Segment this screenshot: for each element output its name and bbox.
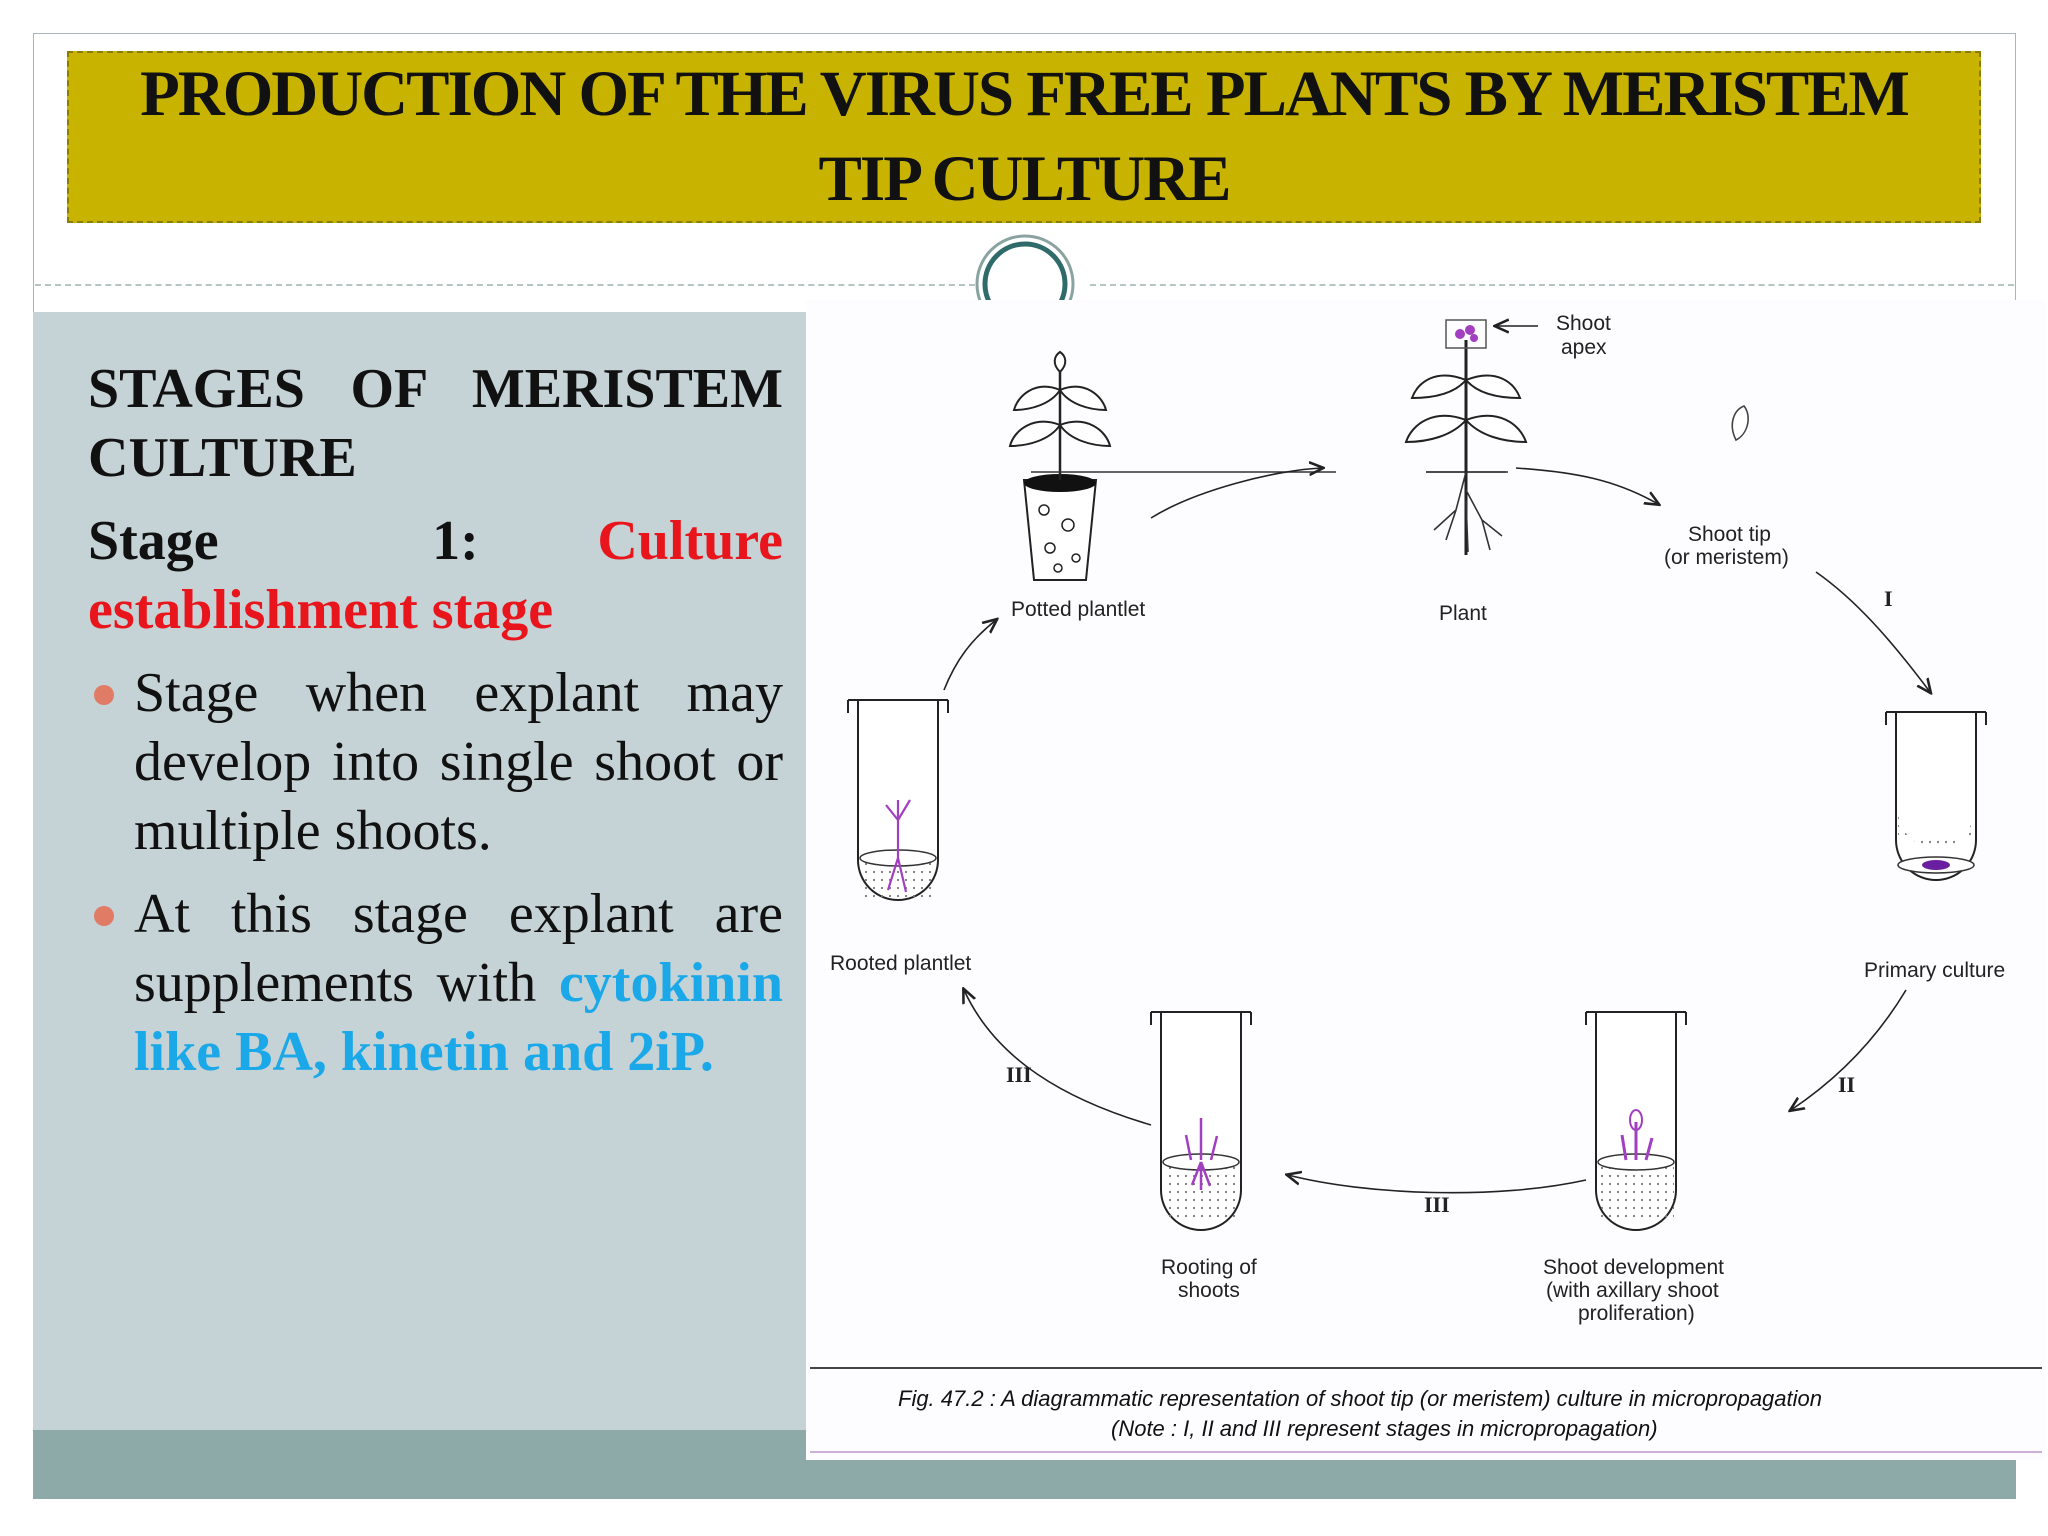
figure-caption-2: (Note : I, II and III represent stages i…: [1111, 1416, 1658, 1441]
bullet-text: At this stage explant are supplements wi…: [134, 883, 783, 1014]
primary-culture-tube: [1885, 711, 1987, 881]
bullet-text: Stage when explant may develop into sing…: [134, 662, 783, 862]
label-shoot-apex-1: Shoot: [1556, 312, 1611, 335]
stage-prefix: Stage 1:: [88, 510, 479, 572]
stage-heading: Stage 1: Culture establishment stage: [88, 507, 783, 645]
stage-label-III-a: III: [1424, 1192, 1450, 1217]
label-shoot-dev-3: proliferation): [1578, 1302, 1695, 1325]
title-banner: PRODUCTION OF THE VIRUS FREE PLANTS BY M…: [67, 51, 1981, 223]
bullet-dot: [94, 685, 114, 705]
label-shoot-dev-2: (with axillary shoot: [1546, 1279, 1719, 1302]
shoot-tip-illustration: [1731, 405, 1749, 442]
list-item: At this stage explant are supplements wi…: [88, 880, 783, 1087]
ring-ornament: [975, 232, 1075, 302]
list-item: Stage when explant may develop into sing…: [88, 659, 783, 866]
section-heading: STAGES OF MERISTEM CULTURE: [88, 358, 783, 489]
divider-left: [35, 284, 975, 286]
label-shoot-dev-1: Shoot development: [1543, 1256, 1724, 1279]
divider-right: [1090, 284, 2014, 286]
stage-label-I: I: [1884, 586, 1893, 611]
potted-plantlet-illustration: [1008, 350, 1112, 581]
arrow-stage-I: [1815, 571, 1930, 692]
label-plant: Plant: [1439, 602, 1487, 625]
arrow-stage-III-b: [964, 990, 1152, 1126]
arrow-plant-to-shoot-tip: [1515, 467, 1658, 504]
label-shoot-apex-2: apex: [1561, 336, 1607, 359]
left-panel: [33, 312, 806, 1430]
cytokinin-highlight: cytokinin like BA, kinetin and 2iP.: [134, 952, 783, 1083]
arrow-potted-to-plant: [1150, 468, 1322, 519]
stage-label-II: II: [1838, 1072, 1855, 1097]
slide-title: PRODUCTION OF THE VIRUS FREE PLANTS BY M…: [140, 58, 1910, 215]
label-shoot-tip-1: Shoot tip: [1688, 523, 1771, 546]
rooted-plantlet-tube: [847, 699, 949, 901]
arrow-stage-II: [1791, 989, 1907, 1110]
bullet-list: Stage when explant may develop into sing…: [88, 659, 783, 1087]
label-rooting-2: shoots: [1178, 1279, 1240, 1302]
meristem-culture-figure: Potted plantlet Shoot apex Plant Shoot t…: [806, 300, 2046, 1460]
rooting-tube: [1150, 1011, 1252, 1231]
label-rooting-1: Rooting of: [1161, 1256, 1257, 1279]
plant-illustration: [1031, 319, 1528, 555]
figure-caption-1: Fig. 47.2 : A diagrammatic representatio…: [898, 1386, 1822, 1411]
bullet-dot: [94, 906, 114, 926]
label-potted-plantlet: Potted plantlet: [1011, 598, 1145, 621]
arrow-rooted-to-potted: [943, 620, 996, 691]
shoot-development-tube: [1585, 1011, 1687, 1231]
stage-label-III-b: III: [1006, 1062, 1032, 1087]
stage-name: Culture establishment stage: [88, 510, 783, 641]
label-primary-culture: Primary culture: [1864, 959, 2005, 982]
stage-content: STAGES OF MERISTEM CULTURE Stage 1: Cult…: [88, 355, 783, 1087]
arrow-stage-III-a: [1288, 1175, 1587, 1194]
label-shoot-tip-2: (or meristem): [1664, 546, 1789, 569]
label-rooted-plantlet: Rooted plantlet: [830, 952, 971, 975]
